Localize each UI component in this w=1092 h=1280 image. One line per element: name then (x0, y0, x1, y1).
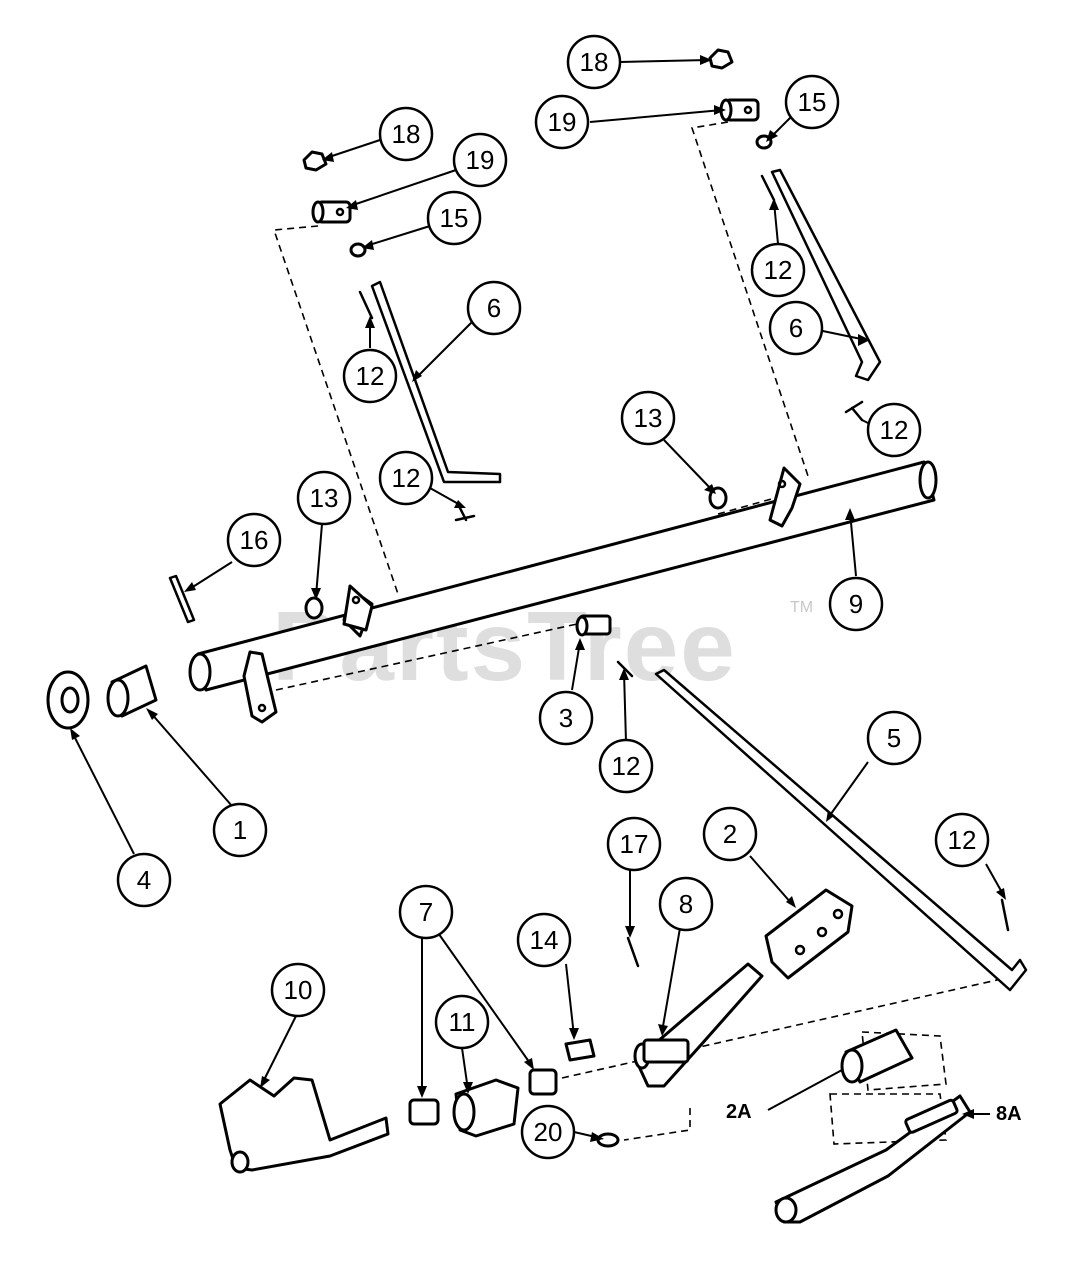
callout-label: 12 (764, 255, 793, 285)
callout-label: 6 (487, 293, 501, 323)
callout-1: 1 (212, 802, 268, 858)
callout-label: 7 (419, 897, 433, 927)
callout-12-right-upper: 12 (750, 242, 806, 298)
lower-hardware (218, 888, 972, 1224)
callout-label: 19 (548, 107, 577, 137)
callout-label: 12 (392, 463, 421, 493)
main-shaft-part-9 (188, 460, 938, 724)
callout-label: 2 (723, 819, 737, 849)
callout-2: 2 (702, 806, 758, 862)
callout-12-right-mid: 12 (866, 402, 922, 458)
callout-8: 8 (658, 876, 714, 932)
callout-label: 1 (233, 815, 247, 845)
callout-label: 15 (440, 203, 469, 233)
callout-label: 14 (530, 925, 559, 955)
label-8a: 8A (996, 1103, 1022, 1125)
callout-13-center: 13 (620, 390, 676, 446)
callout-4: 4 (116, 852, 172, 908)
callout-9: 9 (828, 576, 884, 632)
callout-label: 3 (559, 703, 573, 733)
callout-10: 10 (270, 962, 326, 1018)
callout-label: 12 (880, 415, 909, 445)
callout-15-left: 15 (426, 190, 482, 246)
callout-label: 17 (620, 829, 649, 859)
callout-11: 11 (434, 994, 490, 1050)
callout-15-right: 15 (784, 74, 840, 130)
callout-label: 8 (679, 889, 693, 919)
callout-5: 5 (866, 710, 922, 766)
callout-12-left-mid: 12 (378, 450, 434, 506)
watermark-tm: TM (790, 599, 813, 616)
callout-17: 17 (606, 816, 662, 872)
leader-lines (70, 55, 1006, 1142)
callout-label: 11 (449, 1007, 476, 1037)
callout-7: 7 (398, 884, 454, 940)
callout-20: 20 (520, 1104, 576, 1160)
callout-6-right: 6 (768, 300, 824, 356)
callout-label: 6 (789, 313, 803, 343)
callout-label: 12 (612, 751, 641, 781)
callout-19-right: 19 (534, 94, 590, 150)
callout-label: 20 (534, 1117, 563, 1147)
middle-hardware (46, 614, 1028, 992)
label-2a: 2A (726, 1101, 752, 1123)
callout-label: 18 (580, 47, 609, 77)
callout-label: 15 (798, 87, 827, 117)
callout-14: 14 (516, 912, 572, 968)
callout-19-left: 19 (452, 132, 508, 188)
callout-label: 12 (356, 361, 385, 391)
callout-16: 16 (226, 512, 282, 568)
callout-12-lower: 12 (598, 738, 654, 794)
callout-label: 19 (466, 145, 495, 175)
callout-3: 3 (538, 690, 594, 746)
callout-label: 13 (310, 483, 339, 513)
callout-label: 10 (284, 975, 313, 1005)
callout-12-far-right: 12 (934, 812, 990, 868)
callout-label: 16 (240, 525, 269, 555)
callout-13-left: 13 (296, 470, 352, 526)
callout-6-left: 6 (466, 280, 522, 336)
callout-label: 12 (948, 825, 977, 855)
callout-label: 18 (392, 119, 421, 149)
callout-label: 9 (849, 589, 863, 619)
callout-18-left: 18 (378, 106, 434, 162)
callout-label: 5 (887, 723, 901, 753)
callout-label: 4 (137, 865, 151, 895)
callout-12-left-upper: 12 (342, 348, 398, 404)
callout-18-right: 18 (566, 34, 622, 90)
callout-label: 13 (634, 403, 663, 433)
